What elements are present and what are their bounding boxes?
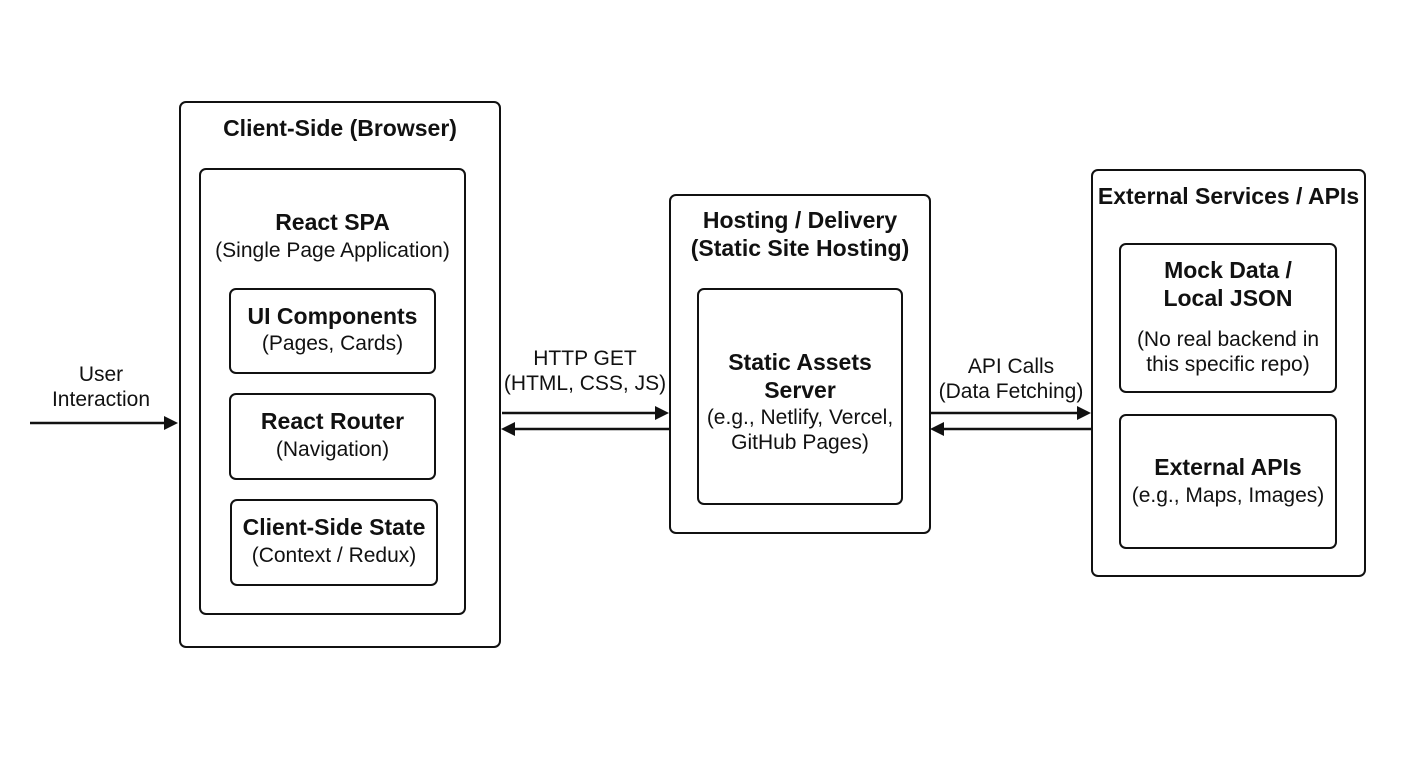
hosting-title-line2: (Static Site Hosting) [690, 234, 910, 261]
ui-components-box [229, 288, 436, 374]
external-apis-title: External APIs [1154, 454, 1302, 480]
http-get-line2: (HTML, CSS, JS) [503, 372, 667, 396]
ui-components-title: UI Components [247, 303, 418, 329]
mock-data-title-line2: Local JSON [1163, 284, 1293, 311]
static-assets-server-title: Static Assets Server [697, 349, 903, 404]
mock-data-sub-line2: this specific repo) [1146, 353, 1310, 377]
static-assets-title-line2: Server [764, 376, 836, 403]
client-side-title: Client-Side (Browser) [223, 115, 457, 141]
mock-data-title-line1: Mock Data / [1164, 257, 1292, 283]
react-spa-subtitle: (Single Page Application) [215, 239, 450, 262]
client-state-title: Client-Side State [242, 514, 426, 540]
client-state-box [230, 499, 438, 586]
static-assets-sub-line2: GitHub Pages) [731, 431, 869, 455]
hosting-title-line1: Hosting / Delivery [702, 207, 898, 233]
mock-data-title: Mock Data / Local JSON [1119, 257, 1337, 312]
client-state-subtitle: (Context / Redux) [251, 544, 417, 567]
http-get-arrow [501, 406, 669, 436]
static-assets-server-box [697, 288, 903, 505]
react-router-box [229, 393, 436, 480]
user-interaction-line2: Interaction [51, 388, 151, 412]
user-interaction-line1: User [78, 363, 124, 386]
react-spa-title: React SPA [275, 209, 390, 235]
api-calls-arrow [930, 406, 1091, 436]
http-get-line1: HTTP GET [533, 347, 637, 370]
hosting-title: Hosting / Delivery (Static Site Hosting) [669, 207, 931, 262]
static-assets-server-subtitle: (e.g., Netlify, Vercel, GitHub Pages) [697, 405, 903, 455]
mock-data-subtitle: (No real backend in this specific repo) [1119, 327, 1337, 377]
api-calls-label: API Calls (Data Fetching) [930, 354, 1092, 404]
external-services-title: External Services / APIs [1097, 183, 1360, 209]
external-apis-box [1119, 414, 1337, 549]
api-calls-line1: API Calls [967, 355, 1055, 378]
mock-data-box [1119, 243, 1337, 393]
static-assets-sub-line1: (e.g., Netlify, Vercel, [706, 406, 894, 429]
external-apis-subtitle: (e.g., Maps, Images) [1131, 484, 1325, 507]
static-assets-title-line1: Static Assets [728, 349, 872, 375]
http-get-label: HTTP GET (HTML, CSS, JS) [500, 346, 670, 396]
ui-components-subtitle: (Pages, Cards) [261, 332, 404, 355]
react-router-subtitle: (Navigation) [275, 438, 390, 461]
user-interaction-arrow [30, 416, 178, 430]
user-interaction-label: User Interaction [40, 362, 162, 412]
mock-data-sub-line1: (No real backend in [1136, 328, 1320, 351]
api-calls-line2: (Data Fetching) [938, 380, 1084, 404]
react-router-title: React Router [260, 408, 405, 434]
